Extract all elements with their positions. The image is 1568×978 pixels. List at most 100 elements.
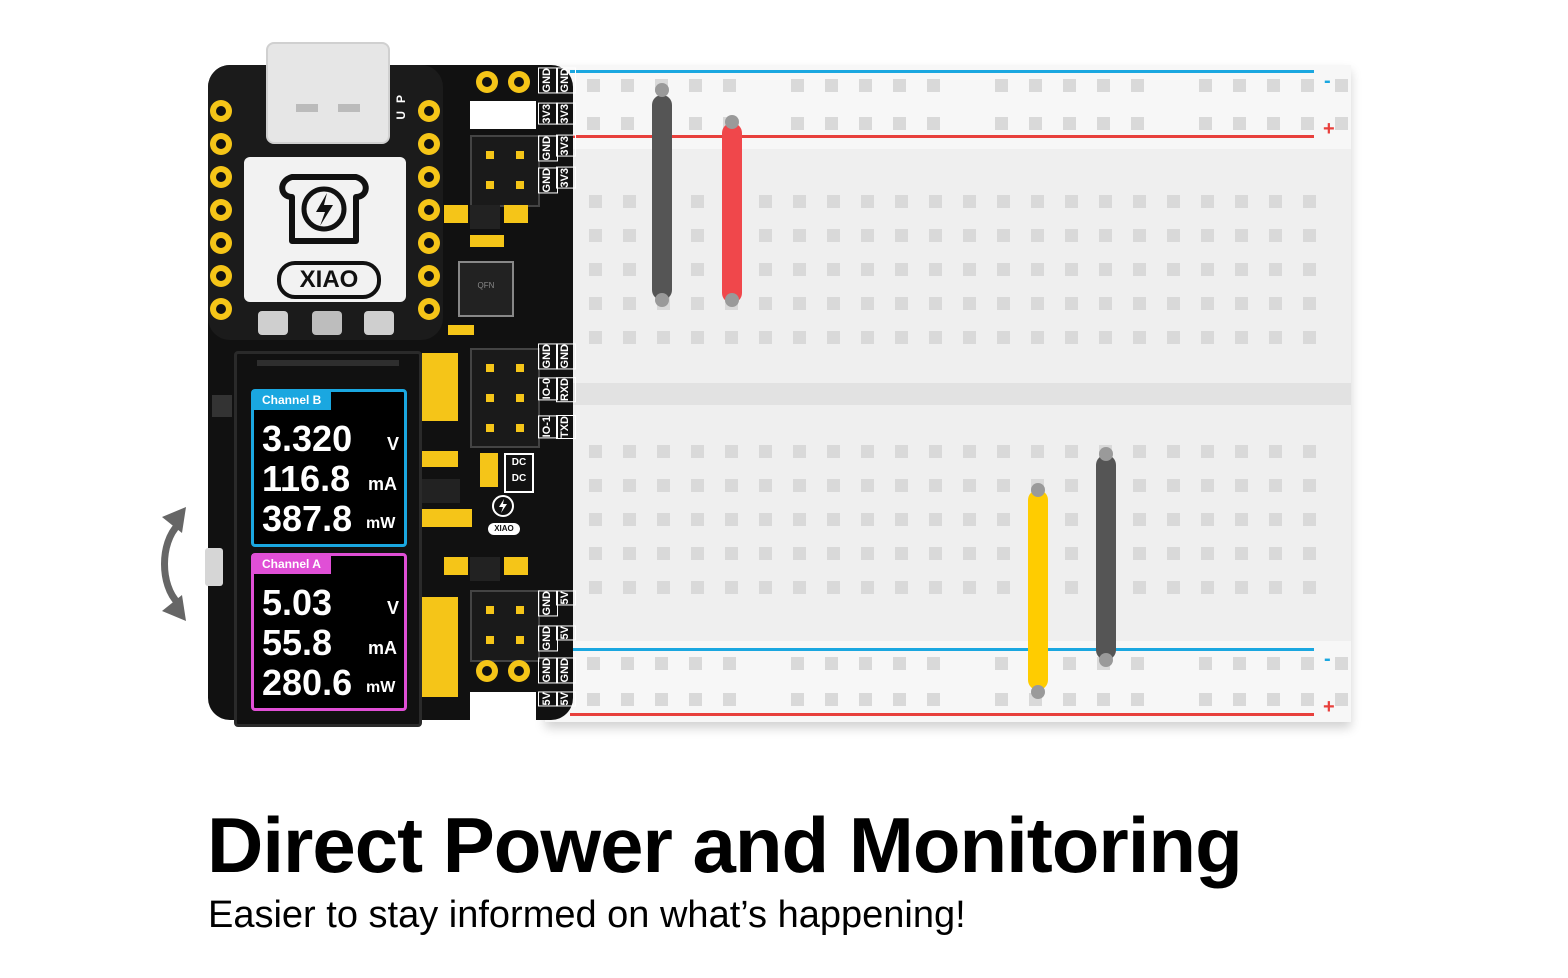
- breadboard-hole: [1199, 79, 1212, 92]
- breadboard-hole: [861, 263, 874, 276]
- breadboard-hole: [1201, 445, 1214, 458]
- top-positive-rail-line: [570, 135, 1314, 138]
- breadboard: - + - +: [545, 65, 1351, 722]
- breadboard-hole: [793, 445, 806, 458]
- breadboard-hole: [1301, 693, 1314, 706]
- breadboard-hole: [963, 263, 976, 276]
- breadboard-hole: [623, 263, 636, 276]
- breadboard-hole: [861, 581, 874, 594]
- breadboard-hole: [1335, 693, 1348, 706]
- breadboard-hole: [1133, 297, 1146, 310]
- breadboard-hole: [1269, 445, 1282, 458]
- breadboard-hole: [995, 693, 1008, 706]
- breadboard-hole: [929, 581, 942, 594]
- wire-red-top[interactable]: [722, 123, 742, 303]
- breadboard-hole: [1267, 117, 1280, 130]
- breadboard-hole: [793, 263, 806, 276]
- breadboard-hole: [997, 581, 1010, 594]
- breadboard-hole: [895, 479, 908, 492]
- breadboard-hole: [793, 547, 806, 560]
- breadboard-hole: [963, 479, 976, 492]
- breadboard-hole: [895, 297, 908, 310]
- breadboard-hole: [1303, 331, 1316, 344]
- breadboard-hole: [995, 79, 1008, 92]
- breadboard-hole: [623, 445, 636, 458]
- breadboard-hole: [1301, 657, 1314, 670]
- castellated-pad: [418, 232, 440, 254]
- breadboard-hole: [963, 513, 976, 526]
- breadboard-hole: [621, 693, 634, 706]
- breadboard-hole: [1065, 297, 1078, 310]
- breadboard-hole: [825, 117, 838, 130]
- breadboard-hole: [1063, 79, 1076, 92]
- breadboard-hole: [1201, 229, 1214, 242]
- breadboard-hole: [621, 79, 634, 92]
- breadboard-hole: [1031, 195, 1044, 208]
- breadboard-hole: [1201, 195, 1214, 208]
- channel-b-current-unit: mA: [368, 474, 398, 494]
- header-block-bottom: [470, 590, 540, 662]
- breadboard-hole: [827, 479, 840, 492]
- breadboard-hole: [1133, 479, 1146, 492]
- breadboard-hole: [1065, 513, 1078, 526]
- wire-gray-top[interactable]: [652, 95, 672, 300]
- breadboard-hole: [655, 693, 668, 706]
- pin-label: RXD: [556, 377, 576, 403]
- pin-label: 3V3: [556, 103, 576, 125]
- breadboard-hole: [1201, 297, 1214, 310]
- top-pin-silk: [470, 101, 536, 129]
- breadboard-hole: [861, 331, 874, 344]
- breadboard-hole: [1201, 513, 1214, 526]
- breadboard-hole: [929, 513, 942, 526]
- breadboard-hole: [1063, 693, 1076, 706]
- breadboard-hole: [895, 445, 908, 458]
- breadboard-hole: [927, 117, 940, 130]
- reset-button[interactable]: [258, 311, 288, 335]
- breadboard-hole: [963, 297, 976, 310]
- castellated-pad: [418, 298, 440, 320]
- breadboard-hole: [759, 195, 772, 208]
- usb-c-port[interactable]: [266, 42, 390, 144]
- wire-end: [725, 293, 739, 307]
- breadboard-hole: [963, 229, 976, 242]
- breadboard-hole: [1099, 195, 1112, 208]
- breadboard-hole: [759, 331, 772, 344]
- breadboard-hole: [1065, 229, 1078, 242]
- breadboard-hole: [827, 547, 840, 560]
- side-switch[interactable]: [212, 395, 232, 417]
- breadboard-hole: [759, 513, 772, 526]
- breadboard-hole: [1167, 229, 1180, 242]
- breadboard-hole: [1199, 117, 1212, 130]
- breadboard-hole: [1167, 513, 1180, 526]
- breadboard-hole: [1029, 117, 1042, 130]
- breadboard-hole: [657, 581, 670, 594]
- breadboard-hole: [689, 693, 702, 706]
- wire-end: [1031, 483, 1045, 497]
- smd-component: [422, 509, 472, 527]
- top-minus-sign: -: [1324, 70, 1331, 92]
- wire-yellow-bottom[interactable]: [1028, 490, 1048, 690]
- breadboard-hole: [859, 693, 872, 706]
- headline-subtitle: Easier to stay informed on what’s happen…: [208, 894, 966, 936]
- breadboard-hole: [621, 117, 634, 130]
- breadboard-hole: [1133, 331, 1146, 344]
- breadboard-hole: [759, 581, 772, 594]
- breadboard-hole: [691, 445, 704, 458]
- smd-component: [470, 557, 500, 581]
- top-plus-sign: +: [1323, 118, 1335, 140]
- breadboard-hole: [623, 229, 636, 242]
- wire-gray-bottom[interactable]: [1096, 455, 1116, 660]
- smd-resistor-array: [422, 597, 458, 697]
- breadboard-hole: [1303, 581, 1316, 594]
- breadboard-hole: [759, 547, 772, 560]
- mode-switch-knob[interactable]: [205, 548, 223, 586]
- breadboard-hole: [927, 693, 940, 706]
- breadboard-hole: [589, 581, 602, 594]
- breadboard-hole: [895, 229, 908, 242]
- breadboard-hole: [589, 195, 602, 208]
- breadboard-hole: [1235, 547, 1248, 560]
- boot-button[interactable]: [364, 311, 394, 335]
- bottom-pin-silk: [470, 692, 536, 720]
- breadboard-hole: [1201, 479, 1214, 492]
- breadboard-hole: [1269, 581, 1282, 594]
